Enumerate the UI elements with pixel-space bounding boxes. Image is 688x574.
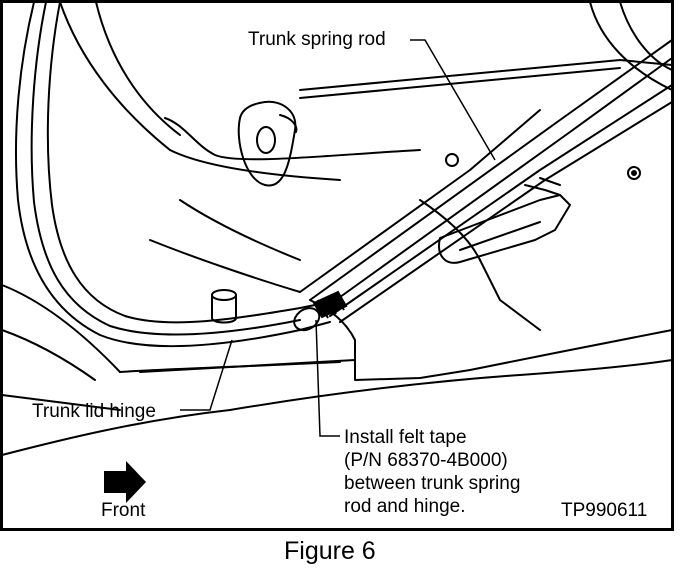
felt-tape-note: Install felt tape (P/N 68370-4B000) betw… [344,427,520,517]
felt-tape [312,290,348,319]
felt-tape-line-3: between trunk spring [344,473,520,494]
felt-tape-line-1: Install felt tape [344,427,467,448]
lid-hinge-leader [180,339,233,411]
felt-tape-line-4: rod and hinge. [344,496,466,517]
lid-hinge-label: Trunk lid hinge [32,401,156,422]
leader-lines [180,39,496,437]
front-label: Front [101,500,146,521]
felt-tape-line-2: (P/N 68370-4B000) [344,450,508,471]
figure-code: TP990611 [561,500,647,521]
figure-caption: Figure 6 [284,537,376,565]
felt-tape-leader [315,319,340,437]
spring-rod-label: Trunk spring rod [248,29,386,50]
trunk-illustration [1,1,673,456]
spring-rod-leader [410,39,496,161]
arrow-right-icon [104,461,146,503]
